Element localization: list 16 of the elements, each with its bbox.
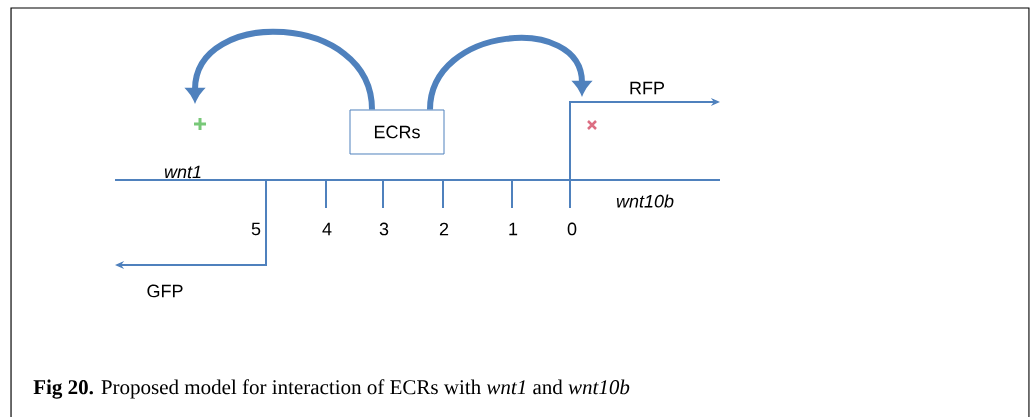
axis-number: 5 [251,222,261,236]
gene-label: wnt1 [164,165,201,179]
axis-number: 0 [567,222,577,236]
axis-number: 2 [439,222,449,236]
axis-number: 3 [379,222,389,236]
curved-arrow [427,35,591,110]
reporter-label: RFP [630,81,665,95]
cross-sign [586,119,598,131]
caption: Fig 20. Proposed model for interaction of ECRs with wnt1 and wnt10b [33,379,630,399]
curved-arrow [186,29,375,110]
gene-label: wnt10b [616,194,674,208]
reporter-label: GFP [147,284,183,298]
axis-number: 1 [509,222,518,236]
label-box: ECRs [349,109,445,155]
plus-sign [192,116,208,132]
axis-number: 4 [322,222,332,236]
